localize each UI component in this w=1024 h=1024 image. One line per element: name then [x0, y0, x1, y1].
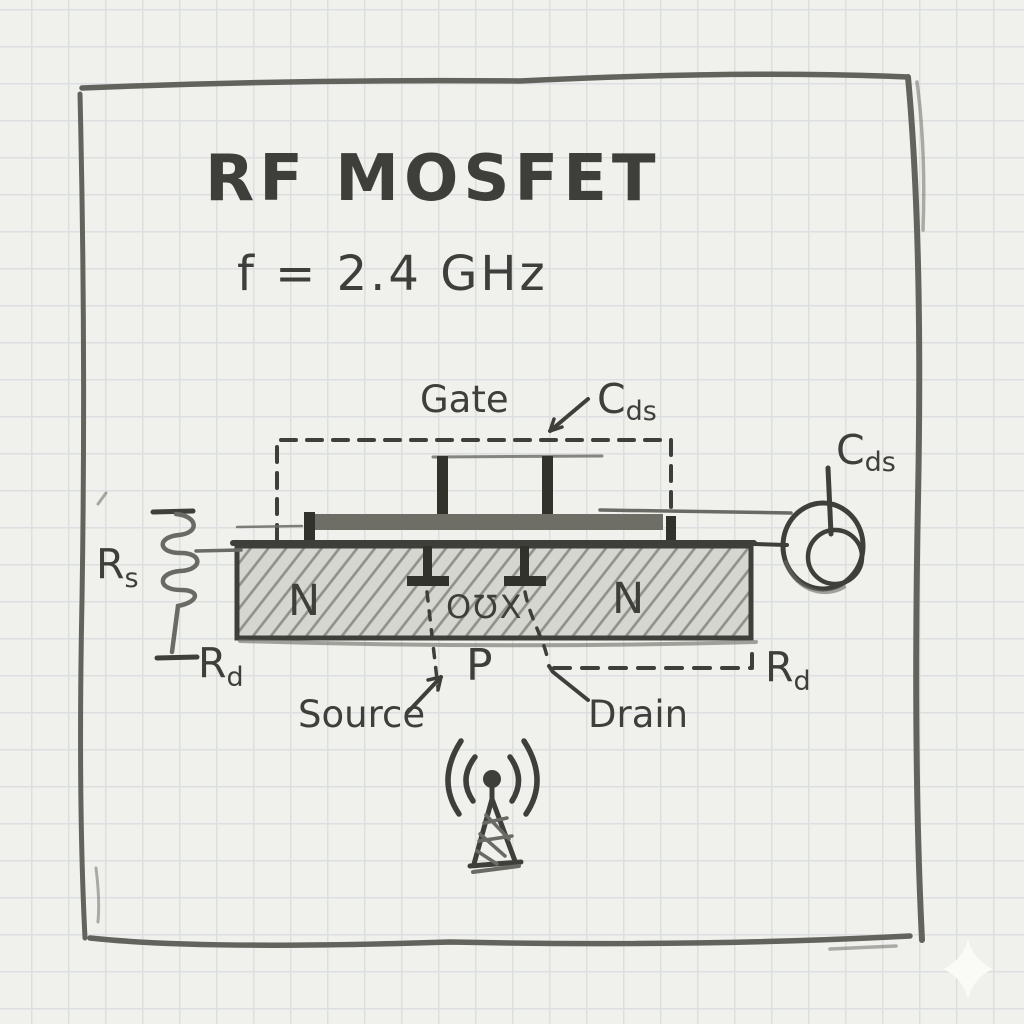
sparkle-icon — [943, 939, 993, 999]
rd-left-label: Rd — [198, 639, 244, 693]
drain-dashed-lead — [552, 650, 754, 670]
drain-leader — [547, 664, 590, 702]
cds-capacitor — [598, 465, 866, 595]
gate-dashed-box — [275, 438, 673, 542]
oxide-label: OƱX — [446, 588, 524, 626]
source-label: Source — [298, 693, 425, 736]
mosfet-body — [230, 540, 758, 648]
drain-label: Drain — [588, 693, 688, 736]
cds-right-label: Cds — [836, 426, 896, 478]
source-contact — [407, 546, 449, 690]
gate-label: Gate — [420, 378, 509, 421]
n-region-right-label: N — [612, 574, 644, 624]
inductor-coil — [150, 508, 304, 661]
cds-top-label: Cds — [597, 375, 657, 427]
source-leader — [405, 675, 443, 715]
gate-terminal — [431, 454, 604, 517]
cds-top-leader — [548, 397, 590, 433]
drain-contact — [504, 546, 550, 664]
frequency-label: f = 2.4 GHz — [237, 246, 548, 302]
rs-label: Rs — [96, 540, 139, 594]
page-title: RF MOSFET — [205, 142, 661, 216]
p-substrate-label: P — [466, 640, 493, 691]
gate-plate — [304, 512, 676, 545]
n-region-left-label: N — [288, 576, 320, 626]
rd-right-label: Rd — [765, 643, 811, 697]
sketch-frame — [77, 71, 926, 951]
antenna-icon — [445, 738, 540, 874]
